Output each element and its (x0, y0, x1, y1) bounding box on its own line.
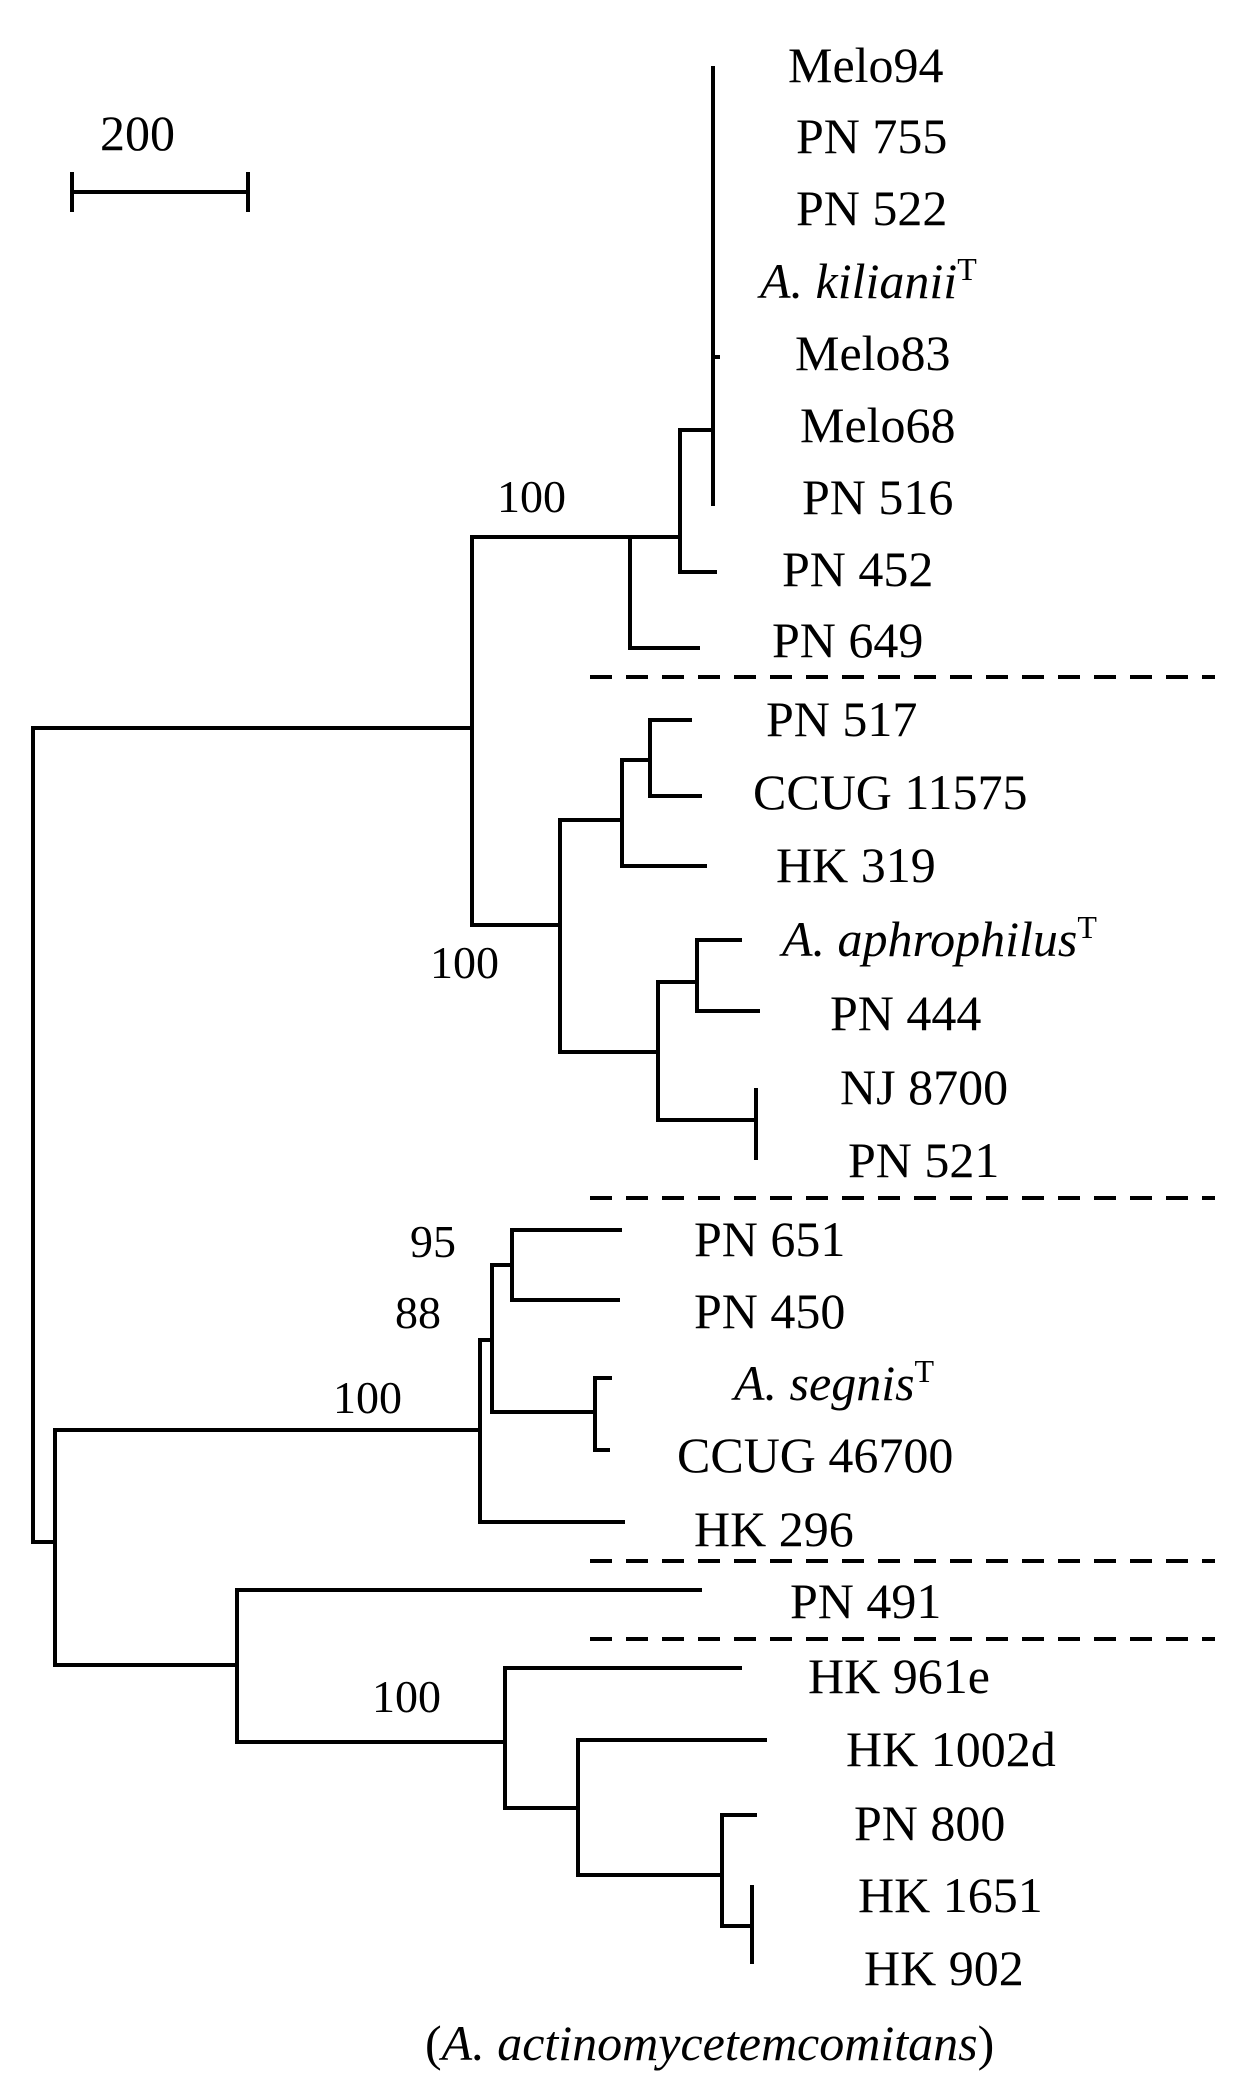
taxon-label: HK 296 (694, 1501, 854, 1557)
taxon-label: PN 452 (782, 541, 933, 597)
tree-branches (31, 66, 767, 1964)
support-value: 100 (430, 937, 499, 988)
taxon-label: PN 522 (796, 180, 947, 236)
taxon-label: PN 800 (854, 1795, 1005, 1851)
taxon-label: PN 651 (694, 1211, 845, 1267)
taxon-label: HK 902 (864, 1940, 1024, 1996)
support-value: 100 (497, 471, 566, 522)
taxon-label: PN 755 (796, 108, 947, 164)
taxon-label: CCUG 46700 (677, 1427, 953, 1483)
taxon-label: PN 516 (802, 469, 953, 525)
taxon-label: NJ 8700 (840, 1059, 1008, 1115)
taxon-label: PN 649 (772, 612, 923, 668)
support-values: 100 100 95 88 100 100 (333, 471, 566, 1722)
support-value: 100 (372, 1671, 441, 1722)
support-value: 88 (395, 1287, 441, 1338)
group-separators (590, 675, 1215, 1641)
scale-bar-label: 200 (100, 105, 175, 161)
taxon-label: HK 1651 (858, 1867, 1043, 1923)
taxon-label: PN 521 (848, 1132, 999, 1188)
scale-bar: 200 (70, 105, 250, 212)
support-value: 95 (410, 1216, 456, 1267)
taxon-label: A. kilianiiT (757, 251, 977, 309)
taxon-label: PN 491 (790, 1573, 941, 1629)
taxon-label: PN 517 (766, 691, 917, 747)
taxon-label: PN 450 (694, 1283, 845, 1339)
support-value: 100 (333, 1372, 402, 1423)
taxon-label: PN 444 (830, 985, 981, 1041)
taxon-label: HK 961e (808, 1648, 990, 1704)
taxon-label: Melo68 (800, 397, 956, 453)
taxon-label: Melo94 (788, 37, 944, 93)
group-note: (A. actinomycetemcomitans) (425, 2015, 994, 2071)
taxon-label: HK 1002d (846, 1721, 1056, 1777)
taxon-label: A. aphrophilusT (779, 909, 1097, 967)
taxon-label: HK 319 (776, 837, 936, 893)
taxon-label: Melo83 (795, 325, 951, 381)
taxon-label: CCUG 11575 (753, 764, 1028, 820)
taxon-label: A. segnisT (731, 1353, 935, 1411)
taxon-labels: Melo94 PN 755 PN 522 A. kilianiiT Melo83… (425, 37, 1097, 2071)
